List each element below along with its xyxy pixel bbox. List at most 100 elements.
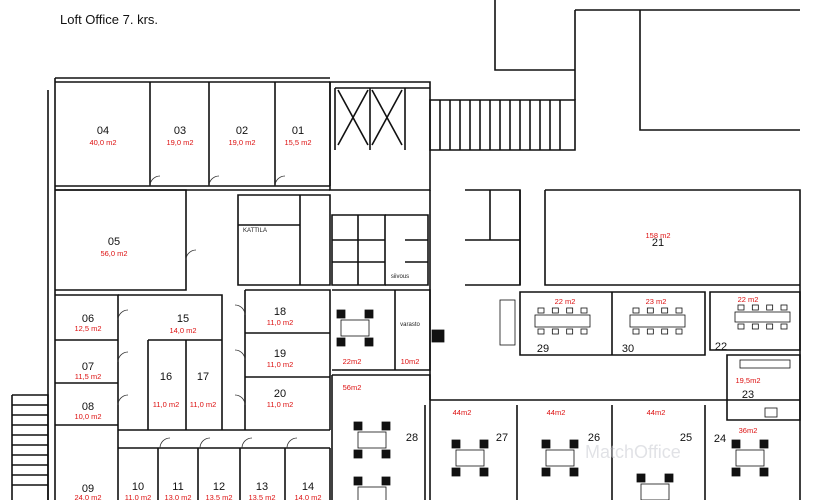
meeting-table-29-table [534,314,591,328]
room-number-24: 24 [714,433,726,445]
meeting-table-30-chair [675,307,683,314]
room-area-r19: 11,0 m2 [267,360,294,369]
desk-cluster-28-desk [357,431,387,449]
meeting-table-22-chair [737,323,745,330]
room-number-04: 04 [97,125,109,137]
room-area-r22: 22 m2 [738,295,759,304]
room-number-19: 19 [274,348,286,360]
room-area-r12: 13,5 m2 [205,493,232,500]
room-area-r03: 19,0 m2 [166,138,193,147]
desk-cluster-26-chair [569,439,579,449]
meeting-table-22-chair [737,304,745,311]
meeting-table-22-chair [751,304,759,311]
meeting-table-1-chair [336,337,346,347]
room-number-25: 25 [680,432,692,444]
room-number-11: 11 [172,481,183,493]
room-area-r07: 11,5 m2 [75,372,102,381]
meeting-table-30-chair [675,328,683,335]
room-number-03: 03 [174,125,186,137]
meeting-table-29-chair [580,307,588,314]
room-area-r25: 44m2 [647,408,666,417]
room-area-r01: 15,5 m2 [284,138,311,147]
desk-cluster-27-chair [451,467,461,477]
meeting-table-1-chair [364,337,374,347]
room-area-r26: 44m2 [547,408,566,417]
room-number-22: 22 [715,341,727,353]
meeting-table-1-desk [340,319,370,337]
room-number-06: 06 [82,313,94,325]
printer-23 [764,407,778,418]
room-area-r15: 14,0 m2 [169,326,196,335]
room-area-rmeet2: 10m2 [401,357,420,366]
room-number-07: 07 [82,361,94,373]
room-number-23: 23 [742,389,754,401]
room-area-rmeet1: 22m2 [343,357,362,366]
walls [11,0,801,500]
room-number-09: 09 [82,483,94,495]
meeting-table-30-chair [646,328,654,335]
meeting-table-22-table [734,311,791,323]
room-area-r20: 11,0 m2 [267,400,294,409]
desk-cluster-25-desk [640,483,670,500]
room-number-01: 01 [292,125,304,137]
desk-cluster-25-chair [636,473,646,483]
room-number-15: 15 [177,313,189,325]
room-number-30: 30 [622,343,634,355]
room-area-r05: 56,0 m2 [100,249,127,258]
desk-cluster-24-chair [759,467,769,477]
door-swings [117,175,298,449]
desk-cluster-26-chair [541,467,551,477]
room-area-r14: 14,0 m2 [294,493,321,500]
room-area-r18: 11,0 m2 [267,318,294,327]
room-number-28: 28 [406,432,418,444]
meeting-table-1-chair [364,309,374,319]
room-area-r06: 12,5 m2 [74,324,101,333]
room-area-r21: 158 m2 [645,231,670,240]
desk-cluster-28b-desk [357,486,387,500]
room-area-r10: 11,0 m2 [125,493,152,500]
desk-cluster-26-chair [569,467,579,477]
meeting-table-29-chair [537,328,545,335]
room-area-r08: 10,0 m2 [74,412,101,421]
label-siivous: siivous [391,274,409,280]
meeting-table-1-chair [336,309,346,319]
desk-cluster-27-chair [479,467,489,477]
desk-cluster-28-chair [353,449,363,459]
room-area-r24: 36m2 [739,426,758,435]
desk-cluster-28-chair [381,421,391,431]
room-number-17: 17 [197,371,209,383]
room-area-r02: 19,0 m2 [228,138,255,147]
room-number-02: 02 [236,125,248,137]
room-area-r29: 22 m2 [555,297,576,306]
room-area-r30: 23 m2 [646,297,667,306]
meeting-table-29-chair [551,307,559,314]
room-number-16: 16 [160,371,172,383]
room-number-14: 14 [302,481,314,493]
pantry-counter [499,299,516,346]
meeting-table-29-chair [580,328,588,335]
meeting-table-22-chair [751,323,759,330]
furniture [336,299,791,500]
meeting-table-30-table [629,314,686,328]
room-number-10: 10 [132,481,144,493]
room-area-r13: 13,5 m2 [248,493,275,500]
room-number-21: 21 [652,237,664,249]
room-area-r11: 13,0 m2 [164,493,191,500]
room-number-29: 29 [537,343,549,355]
meeting-table-30-chair [646,307,654,314]
desk-cluster-26-chair [541,439,551,449]
desk-cluster-28b-chair [353,476,363,486]
desk-cluster-26-desk [545,449,575,467]
room-number-26: 26 [588,432,600,444]
room-area-r16: 11,0 m2 [153,400,180,409]
meeting-table-22-chair [766,323,774,330]
chair-varasto [431,329,445,343]
desk-cluster-27-chair [479,439,489,449]
meeting-table-30-chair [632,307,640,314]
meeting-table-30-chair [661,328,669,335]
watermark: MatchOffice [585,442,681,462]
desk-cluster-28-chair [381,449,391,459]
room-number-12: 12 [213,481,225,493]
